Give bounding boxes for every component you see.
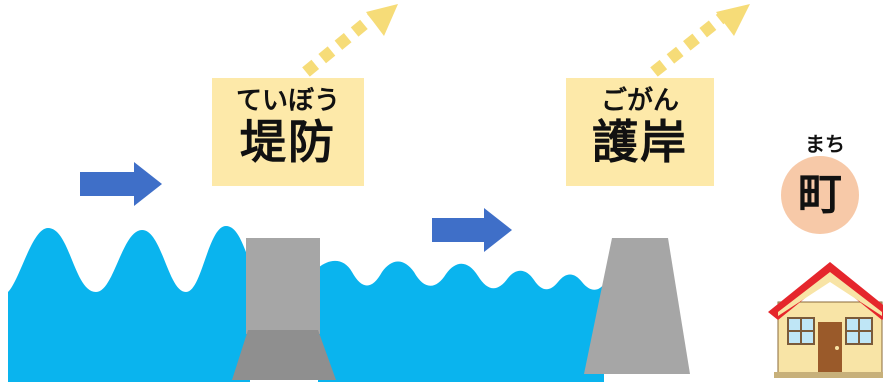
revetment-kanji: 護岸	[592, 115, 688, 169]
water-upstream	[8, 226, 250, 382]
deflection-arrow-icon	[650, 4, 750, 77]
levee-furigana: ていぼう	[235, 86, 340, 116]
town-kanji: 町	[798, 169, 842, 220]
town-furigana: まち	[805, 132, 845, 156]
revetment-label: ごがん 護岸	[566, 78, 714, 186]
water-midstream	[318, 260, 604, 382]
revetment-furigana: ごがん	[600, 86, 679, 116]
town-label: まち	[780, 132, 870, 156]
flow-arrow-icon	[432, 208, 512, 252]
levee-wall	[246, 238, 320, 334]
revetment-wall	[584, 238, 690, 374]
levee-base	[232, 330, 336, 380]
house-icon	[768, 262, 883, 378]
flow-arrow-icon	[80, 162, 162, 206]
town-circle	[781, 156, 859, 234]
levee-kanji: 堤防	[240, 115, 336, 169]
levee-label: ていぼう 堤防	[212, 78, 364, 186]
deflection-arrow-icon	[302, 4, 398, 77]
